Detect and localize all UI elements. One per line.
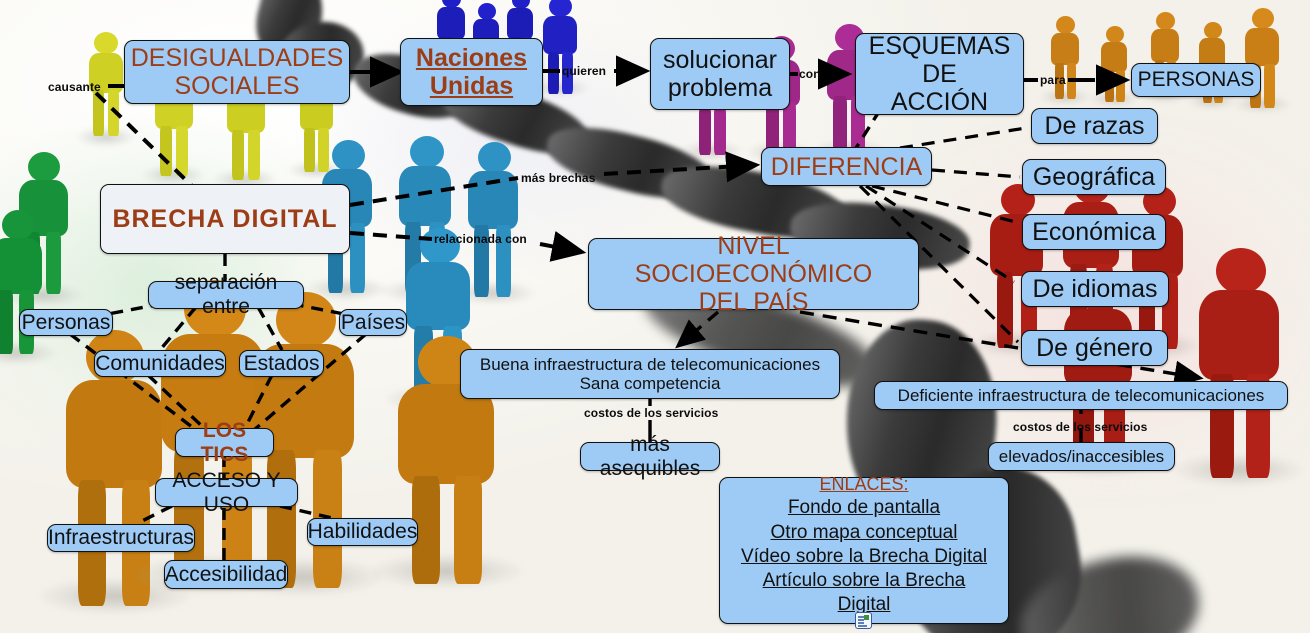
node-de-genero[interactable]: De género	[1021, 330, 1168, 366]
node-nivel-socioeconomico[interactable]: NIVEL SOCIOECONÓMICO DEL PAÍS	[588, 232, 919, 316]
node-mas-asequibles[interactable]: más asequibles	[580, 433, 720, 480]
edge-label-quieren: quieren	[562, 64, 607, 78]
node-buena-infraestructura[interactable]: Buena infraestructura de telecomunicacio…	[460, 349, 840, 399]
node-elevados-inaccesibles[interactable]: elevados/inaccesibles	[988, 442, 1175, 471]
node-desigualdades-sociales[interactable]: DESIGUALDADES SOCIALES	[124, 40, 350, 104]
node-accesibilidad[interactable]: Accesibilidad	[164, 560, 288, 589]
node-diferencia[interactable]: DIFERENCIA	[761, 147, 932, 186]
edge-label-costos-izquierda: costos de los servicios	[584, 406, 719, 420]
node-los-tics[interactable]: LOS TICS	[175, 419, 274, 466]
edge-label-mas-brechas: más brechas	[521, 171, 596, 185]
figure-green	[0, 210, 56, 364]
edge-label-con: con	[799, 67, 821, 81]
figure-red	[1176, 248, 1302, 486]
figure-navy	[532, 0, 588, 96]
node-enlaces[interactable]: ENLACES: Fondo de pantalla Otro mapa con…	[719, 474, 1009, 624]
edge-label-causante: causante	[48, 80, 101, 94]
node-infraestructuras[interactable]: Infraestructuras	[47, 524, 195, 552]
edge-label-para: para	[1040, 73, 1066, 87]
node-naciones-unidas[interactable]: Naciones Unidas	[400, 38, 543, 106]
link-articulo-brecha-digital[interactable]: Artículo sobre la Brecha Digital	[762, 570, 966, 616]
edge-label-costos-derecha: costos de los servicios	[1013, 420, 1148, 434]
figure-orange	[1090, 26, 1138, 106]
node-habilidades[interactable]: Habilidades	[307, 518, 418, 546]
document-image-icon[interactable]	[855, 612, 872, 629]
node-geografica[interactable]: Geográfica	[1022, 159, 1166, 195]
node-de-razas[interactable]: De razas	[1031, 108, 1158, 144]
link-otro-mapa-conceptual[interactable]: Otro mapa conceptual	[770, 521, 958, 543]
link-video-brecha-digital[interactable]: Vídeo sobre la Brecha Digital	[740, 545, 988, 567]
node-deficiente-infraestructura[interactable]: Deficiente infraestructura de telecomuni…	[874, 381, 1288, 410]
enlaces-title: ENLACES:	[819, 474, 909, 495]
node-separacion-entre[interactable]: separación entre	[148, 271, 304, 318]
node-comunidades[interactable]: Comunidades	[94, 350, 226, 377]
figure-orange	[1040, 16, 1090, 104]
edge-label-relacionada-con: relacionada con	[434, 232, 527, 246]
node-personas[interactable]: Personas	[19, 309, 113, 336]
node-personas-top[interactable]: PERSONAS	[1131, 63, 1261, 97]
node-estados[interactable]: Estados	[239, 350, 324, 377]
node-esquemas-de-accion[interactable]: ESQUEMAS DE ACCIÓN	[855, 32, 1024, 116]
link-fondo-de-pantalla[interactable]: Fondo de pantalla	[787, 497, 941, 519]
node-paises[interactable]: Países	[339, 309, 407, 336]
node-acceso-y-uso[interactable]: ACCESO Y USO	[155, 469, 298, 516]
node-solucionar-problema[interactable]: solucionar problema	[650, 38, 790, 110]
figure-red	[974, 184, 1060, 356]
node-brecha-digital[interactable]: BRECHA DIGITAL	[100, 184, 350, 254]
node-de-idiomas[interactable]: De idiomas	[1021, 271, 1169, 307]
node-economica[interactable]: Económica	[1022, 214, 1166, 250]
